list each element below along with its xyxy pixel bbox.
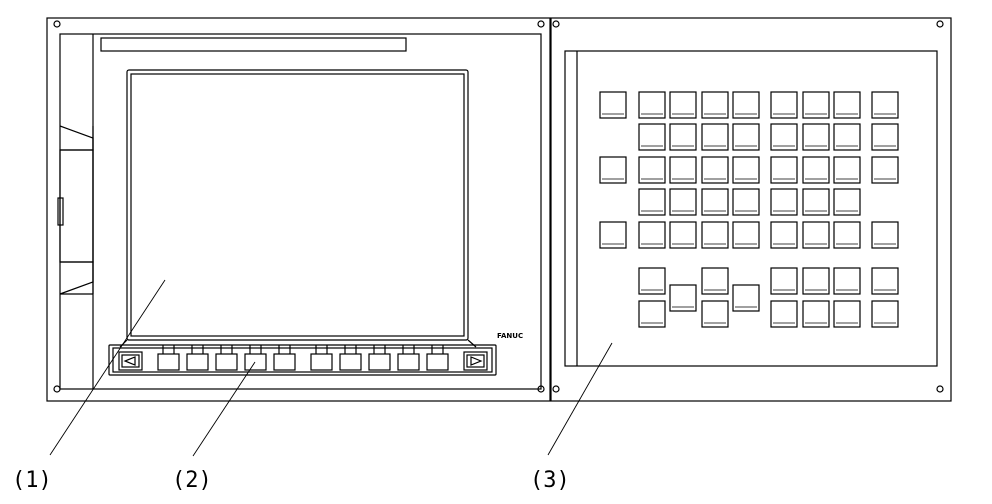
screw-icon: [552, 20, 560, 28]
mdi-key-18[interactable]: [599, 156, 627, 184]
mdi-key-27[interactable]: [638, 188, 666, 216]
callout-mdi-panel: (3): [530, 468, 570, 493]
mdi-unit: [550, 17, 952, 402]
soft-key-right-arrow[interactable]: [463, 351, 488, 371]
mdi-key-24[interactable]: [802, 156, 830, 184]
soft-key-9[interactable]: [397, 345, 420, 371]
screw-icon: [53, 20, 61, 28]
mdi-key-29[interactable]: [701, 188, 729, 216]
mdi-key-17[interactable]: [871, 123, 899, 151]
soft-key-3[interactable]: [215, 345, 238, 371]
mdi-key-48[interactable]: [701, 300, 729, 328]
mdi-key-25[interactable]: [833, 156, 861, 184]
mdi-key-40[interactable]: [802, 221, 830, 249]
lcd-screen-inner: [130, 73, 465, 337]
mdi-key-2[interactable]: [638, 91, 666, 119]
mdi-key-51[interactable]: [833, 267, 861, 295]
card-slot: [57, 125, 94, 295]
mdi-key-35[interactable]: [638, 221, 666, 249]
mdi-key-11[interactable]: [669, 123, 697, 151]
mdi-key-55[interactable]: [833, 300, 861, 328]
mdi-key-36[interactable]: [669, 221, 697, 249]
label-slot: [100, 37, 407, 52]
screw-icon: [936, 20, 944, 28]
soft-key-10[interactable]: [426, 345, 449, 371]
mdi-key-23[interactable]: [770, 156, 798, 184]
mdi-key-5[interactable]: [732, 91, 760, 119]
screw-icon: [53, 385, 61, 393]
soft-key-8[interactable]: [368, 345, 391, 371]
mdi-key-15[interactable]: [802, 123, 830, 151]
mdi-keys: [599, 91, 899, 328]
mdi-key-30[interactable]: [732, 188, 760, 216]
screw-icon: [936, 385, 944, 393]
mdi-key-3[interactable]: [669, 91, 697, 119]
mdi-key-38[interactable]: [732, 221, 760, 249]
soft-key-1[interactable]: [157, 345, 180, 371]
lcd-screen: [126, 69, 469, 341]
screw-icon: [552, 385, 560, 393]
mdi-key-46[interactable]: [732, 284, 760, 312]
mdi-key-8[interactable]: [833, 91, 861, 119]
mdi-key-52[interactable]: [871, 267, 899, 295]
soft-key-bar: [108, 344, 497, 376]
card-slot-latch: [57, 197, 64, 226]
mdi-key-54[interactable]: [802, 300, 830, 328]
screw-icon: [537, 20, 545, 28]
callout-display: (1): [12, 468, 52, 493]
leader-line-2: [192, 361, 256, 457]
mdi-key-12[interactable]: [701, 123, 729, 151]
mdi-key-13[interactable]: [732, 123, 760, 151]
soft-key-left-arrow[interactable]: [118, 351, 143, 371]
mdi-key-26[interactable]: [871, 156, 899, 184]
leader-lines: [49, 279, 613, 457]
brand-mark: FANUC: [497, 332, 523, 340]
mdi-key-14[interactable]: [770, 123, 798, 151]
mdi-key-22[interactable]: [732, 156, 760, 184]
mdi-key-42[interactable]: [871, 221, 899, 249]
leader-line-3: [547, 342, 613, 456]
soft-keys: [157, 345, 449, 371]
display-unit-frame: [46, 17, 551, 402]
display-unit: FANUC: [46, 17, 551, 402]
leader-line-1: [49, 279, 166, 456]
soft-key-6[interactable]: [310, 345, 333, 371]
soft-key-5[interactable]: [273, 345, 296, 371]
mdi-key-28[interactable]: [669, 188, 697, 216]
soft-key-7[interactable]: [339, 345, 362, 371]
mdi-key-1[interactable]: [599, 91, 627, 119]
mdi-key-16[interactable]: [833, 123, 861, 151]
mdi-key-49[interactable]: [770, 267, 798, 295]
mdi-key-47[interactable]: [638, 300, 666, 328]
mdi-key-10[interactable]: [638, 123, 666, 151]
soft-key-2[interactable]: [186, 345, 209, 371]
mdi-key-56[interactable]: [871, 300, 899, 328]
mdi-key-6[interactable]: [770, 91, 798, 119]
mdi-key-44[interactable]: [701, 267, 729, 295]
mdi-key-9[interactable]: [871, 91, 899, 119]
mdi-key-53[interactable]: [770, 300, 798, 328]
callout-soft-keys: (2): [172, 468, 212, 493]
mdi-key-19[interactable]: [638, 156, 666, 184]
mdi-key-7[interactable]: [802, 91, 830, 119]
mdi-key-31[interactable]: [770, 188, 798, 216]
mdi-keyboard-area: [564, 50, 938, 367]
mdi-key-32[interactable]: [802, 188, 830, 216]
mdi-key-21[interactable]: [701, 156, 729, 184]
mdi-key-37[interactable]: [701, 221, 729, 249]
mdi-key-41[interactable]: [833, 221, 861, 249]
mdi-key-34[interactable]: [599, 221, 627, 249]
mdi-key-50[interactable]: [802, 267, 830, 295]
mdi-key-43[interactable]: [638, 267, 666, 295]
mdi-key-20[interactable]: [669, 156, 697, 184]
soft-key-4[interactable]: [244, 345, 267, 371]
mdi-key-33[interactable]: [833, 188, 861, 216]
mdi-key-39[interactable]: [770, 221, 798, 249]
mdi-key-45[interactable]: [669, 284, 697, 312]
mdi-unit-frame: [550, 17, 952, 402]
mdi-key-4[interactable]: [701, 91, 729, 119]
